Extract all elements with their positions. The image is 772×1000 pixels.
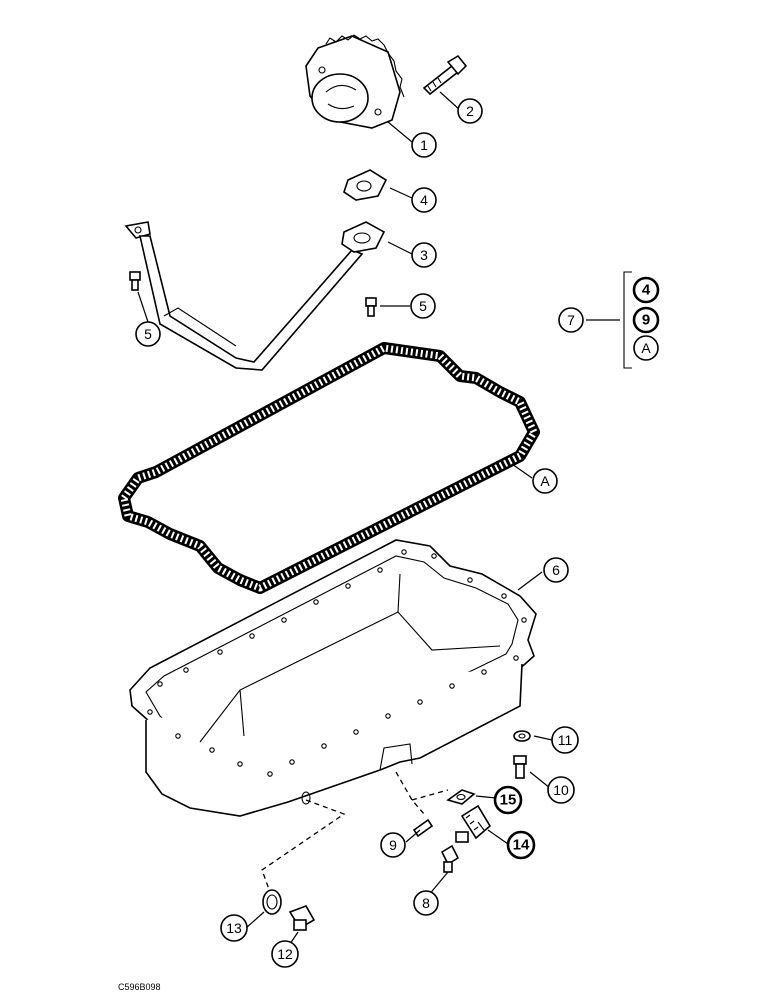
- part-callouts: 1 2 3 4 5 5 6 A: [135, 98, 579, 968]
- kit-legend-item: 4: [632, 276, 660, 304]
- assembly-dashed-lines: [261, 771, 449, 893]
- callout-1: 1: [411, 132, 437, 158]
- callout-label: 14: [513, 837, 530, 854]
- stud-washer-part: [513, 730, 531, 742]
- kit-legend-item: A: [633, 335, 659, 361]
- callout-label: 15: [500, 792, 517, 809]
- sensor-seal-part: [446, 789, 476, 805]
- kit-legend-callout: 7: [558, 307, 584, 333]
- callout-label: 5: [144, 326, 152, 342]
- callout-8: 8: [413, 890, 439, 916]
- callout-A: A: [532, 468, 558, 494]
- callout-9: 9: [380, 832, 406, 858]
- oil-pan-gasket-part: [118, 342, 540, 594]
- callout-4: 4: [411, 187, 437, 213]
- leader-lines: [137, 91, 620, 945]
- flange-gasket-part: [343, 169, 388, 201]
- callout-label: 10: [553, 782, 569, 798]
- drain-plug-washer-part: [262, 889, 282, 915]
- kit-legend-item-label: 4: [642, 282, 651, 299]
- callout-13: 13: [220, 914, 248, 942]
- pan-plug-part: [440, 844, 460, 873]
- callout-label: 12: [277, 946, 293, 962]
- tube-bolt-right-part: [365, 297, 377, 317]
- callout-5-left: 5: [135, 321, 161, 347]
- kit-legend-item: 9: [632, 306, 660, 334]
- kit-legend-item-label: 9: [642, 312, 650, 329]
- callout-6: 6: [543, 557, 569, 583]
- callout-11: 11: [551, 726, 579, 754]
- kit-legend-label: 7: [567, 312, 575, 328]
- callout-label: 1: [420, 137, 428, 153]
- callout-10: 10: [547, 776, 575, 804]
- kit-legend: 7 4 9 A: [558, 271, 660, 369]
- tube-bolt-left-part: [129, 271, 141, 291]
- pump-bolt-part: [422, 54, 468, 96]
- callout-14: 14: [506, 830, 536, 860]
- callout-label: 6: [552, 562, 560, 578]
- kit-legend-item-label: A: [641, 340, 651, 356]
- callout-label: 2: [466, 103, 474, 119]
- oil-pressure-sensor-part: [455, 804, 492, 843]
- pan-drain-plug-part: [288, 905, 316, 931]
- oil-pump-part: [305, 34, 405, 129]
- callout-label: 9: [389, 837, 397, 853]
- callout-label: 13: [226, 920, 242, 936]
- callout-label: 4: [420, 192, 428, 208]
- callout-label: 11: [558, 732, 573, 748]
- drawing-code: C596B098: [118, 982, 161, 992]
- suction-tube-part: [124, 221, 386, 371]
- callout-label: A: [540, 473, 550, 489]
- callout-label: 5: [419, 298, 427, 314]
- callout-3: 3: [411, 242, 437, 268]
- callout-label: 3: [420, 247, 428, 263]
- callout-2: 2: [457, 98, 483, 124]
- oil-pan-part: [129, 539, 537, 817]
- callout-5-right: 5: [410, 293, 436, 319]
- pan-stud-part: [513, 755, 527, 779]
- callout-label: 8: [422, 895, 430, 911]
- callout-12: 12: [271, 940, 299, 968]
- callout-15: 15: [493, 785, 523, 815]
